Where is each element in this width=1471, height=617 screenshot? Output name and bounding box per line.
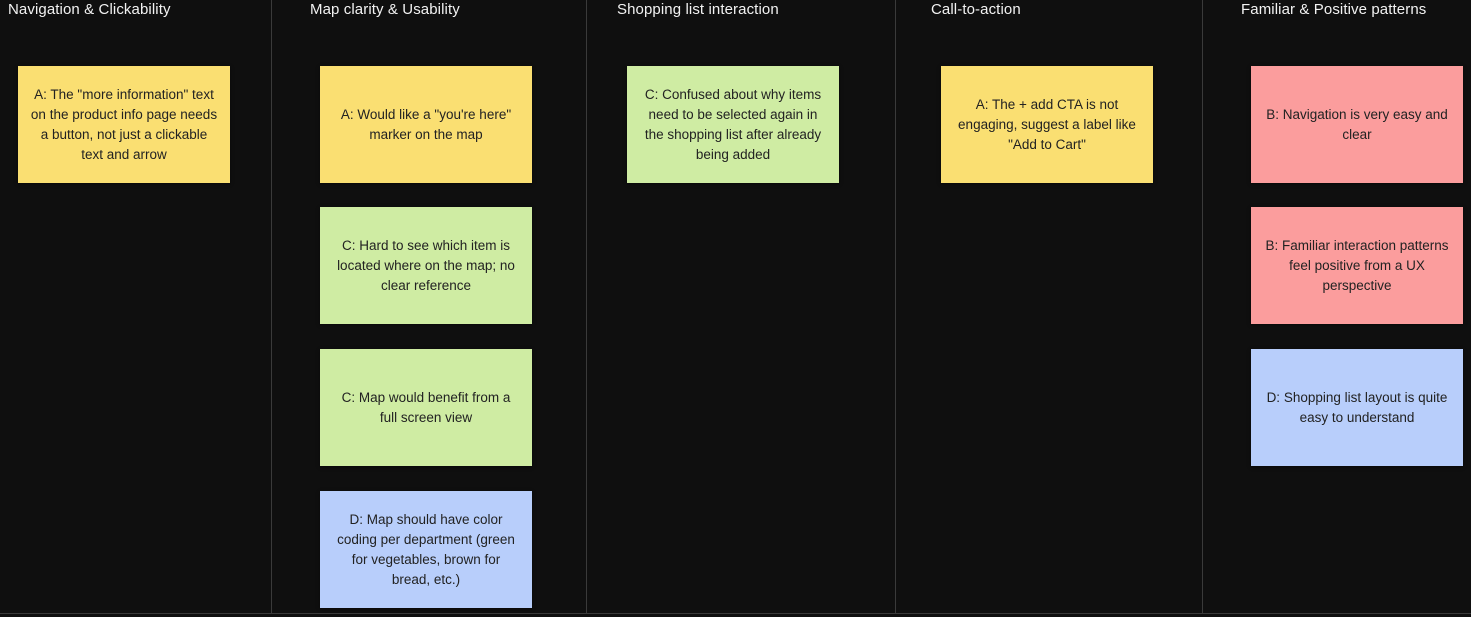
sticky-note[interactable]: D: Map should have color coding per depa… <box>320 491 532 608</box>
sticky-note-text: A: Would like a "you're here" marker on … <box>340 106 512 142</box>
sticky-note-text: D: Shopping list layout is quite easy to… <box>1266 389 1448 425</box>
sticky-note[interactable]: C: Hard to see which item is located whe… <box>320 207 532 324</box>
sticky-note[interactable]: A: The + add CTA is not engaging, sugges… <box>941 66 1153 183</box>
board-column-navigation-clickability: Navigation & Clickability A: The "more i… <box>8 0 271 613</box>
column-title: Familiar & Positive patterns <box>1241 1 1427 18</box>
column-divider-1 <box>271 0 272 613</box>
board-bottom-divider <box>0 613 1471 614</box>
column-divider-3 <box>895 0 896 613</box>
sticky-note[interactable]: A: Would like a "you're here" marker on … <box>320 66 532 183</box>
board-column-call-to-action: Call-to-action A: The + add CTA is not e… <box>931 0 1202 613</box>
sticky-note[interactable]: C: Map would benefit from a full screen … <box>320 349 532 466</box>
sticky-note-text: C: Confused about why items need to be s… <box>644 86 822 162</box>
column-divider-4 <box>1202 0 1203 613</box>
column-title: Call-to-action <box>931 1 1021 18</box>
sticky-note-text: C: Map would benefit from a full screen … <box>341 389 511 425</box>
board-column-shopping-list-interaction: Shopping list interaction C: Confused ab… <box>617 0 895 613</box>
sticky-note[interactable]: B: Navigation is very easy and clear <box>1251 66 1463 183</box>
column-title: Map clarity & Usability <box>310 1 460 18</box>
sticky-note-text: C: Hard to see which item is located whe… <box>337 237 515 293</box>
column-divider-2 <box>586 0 587 613</box>
column-title: Shopping list interaction <box>617 1 779 18</box>
sticky-note-text: A: The "more information" text on the pr… <box>30 86 218 162</box>
sticky-note-text: D: Map should have color coding per depa… <box>337 511 515 587</box>
sticky-note[interactable]: A: The "more information" text on the pr… <box>18 66 230 183</box>
sticky-note[interactable]: C: Confused about why items need to be s… <box>627 66 839 183</box>
board-column-map-clarity-usability: Map clarity & Usability A: Would like a … <box>310 0 586 613</box>
column-title: Navigation & Clickability <box>8 1 171 18</box>
sticky-note-text: A: The + add CTA is not engaging, sugges… <box>958 96 1136 152</box>
sticky-note-text: B: Familiar interaction patterns feel po… <box>1265 237 1449 293</box>
sticky-note[interactable]: D: Shopping list layout is quite easy to… <box>1251 349 1463 466</box>
sticky-note-text: B: Navigation is very easy and clear <box>1266 106 1448 142</box>
board-column-familiar-positive-patterns: Familiar & Positive patterns B: Navigati… <box>1241 0 1471 613</box>
sticky-note[interactable]: B: Familiar interaction patterns feel po… <box>1251 207 1463 324</box>
